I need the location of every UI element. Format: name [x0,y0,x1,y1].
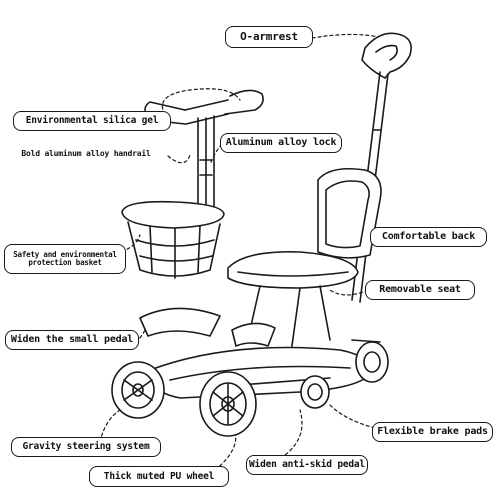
label-silica-gel: Environmental silica gel [13,111,171,131]
label-antiskid-pedal: Widen anti-skid pedal [246,455,368,475]
label-basket-line2: protection basket [28,258,102,267]
label-basket-line1: Safety and environmental [13,250,117,260]
label-brake-pads: Flexible brake pads [372,422,493,442]
label-steering-system: Gravity steering system [11,437,161,457]
label-removable-seat: Removable seat [365,280,475,300]
label-alloy-lock: Aluminum alloy lock [220,133,342,153]
label-comfortable-back: Comfortable back [370,227,487,247]
label-o-armrest: O-armrest [225,26,313,48]
label-small-pedal: Widen the small pedal [5,330,139,350]
label-protection-basket: Safety and environmental protection bask… [4,244,126,274]
label-handrail: Bold aluminum alloy handrail [21,148,151,158]
label-pu-wheel: Thick muted PU wheel [89,466,229,487]
